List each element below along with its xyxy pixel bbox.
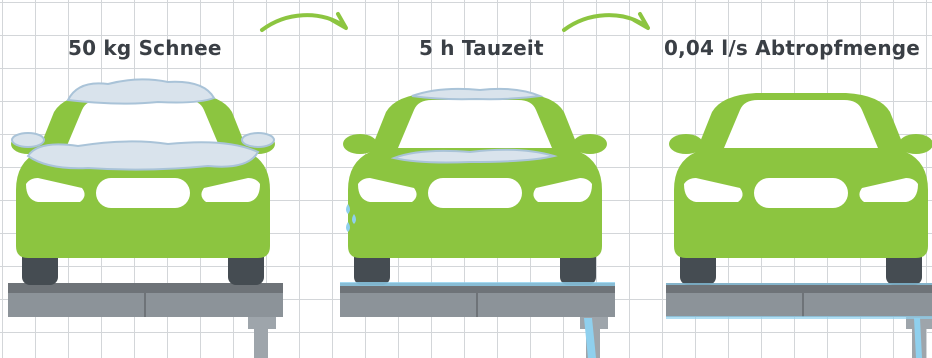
platform-icon (8, 283, 283, 358)
stage-2-car (340, 0, 640, 358)
car-icon (343, 93, 607, 285)
car-icon (11, 93, 275, 285)
stage-3-car (666, 0, 932, 358)
platform-icon (340, 283, 615, 358)
stage-1-car (8, 0, 308, 358)
car-icon (669, 93, 932, 285)
platform-icon (666, 283, 932, 358)
